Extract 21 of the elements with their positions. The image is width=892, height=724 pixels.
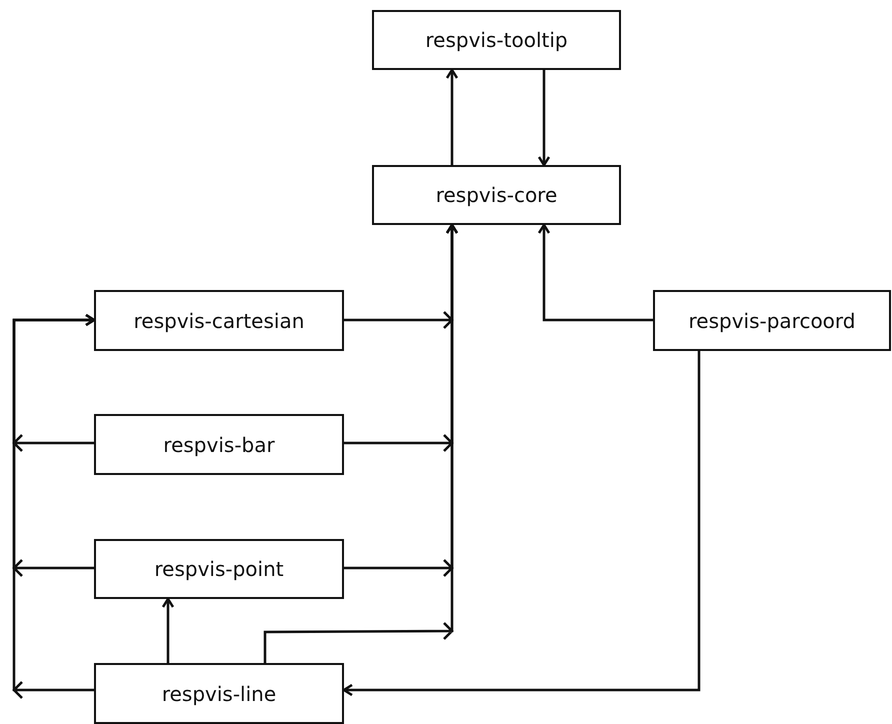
module-name: respvis-bar	[163, 432, 275, 456]
module-box	[94, 663, 344, 724]
module-box	[653, 290, 891, 351]
module-box	[94, 414, 344, 475]
module-box	[372, 10, 621, 70]
module-box	[94, 290, 344, 351]
arrow	[342, 351, 700, 696]
module-box	[372, 165, 621, 225]
module-name: respvis-core	[436, 183, 558, 207]
arrow	[538, 224, 653, 322]
arrow	[264, 224, 458, 664]
module-name: respvis-line	[162, 682, 276, 706]
module-box	[94, 539, 344, 599]
module-name: respvis-point	[154, 557, 284, 581]
arrow	[446, 68, 458, 165]
module-name: respvis-tooltip	[425, 28, 568, 52]
module-name: respvis-parcoord	[688, 308, 856, 332]
module-name: respvis-cartesian	[134, 308, 304, 332]
arrow	[162, 598, 174, 663]
arrow	[538, 70, 550, 166]
arrow	[12, 314, 96, 700]
